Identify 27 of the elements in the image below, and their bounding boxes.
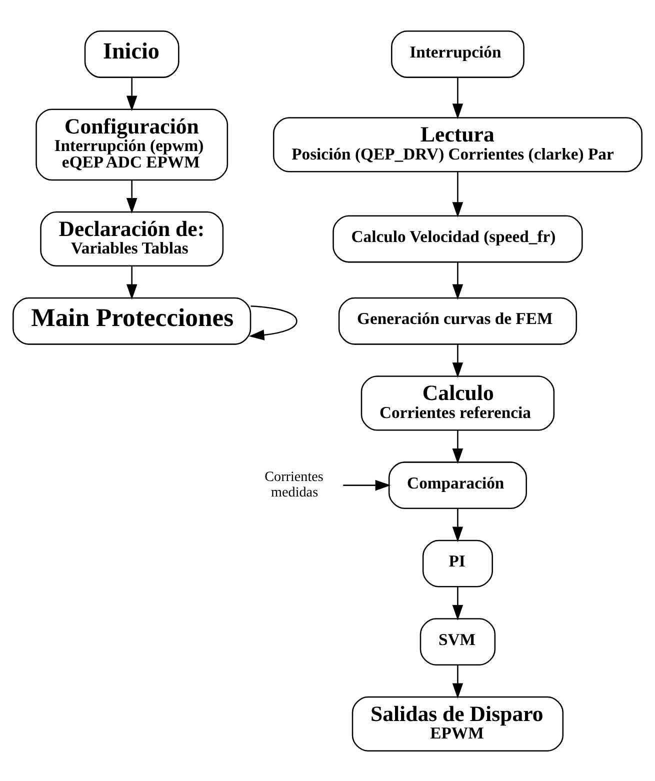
arrow (452, 664, 464, 698)
node-box: Calculo Velocidad (speed_fr) (332, 214, 583, 262)
arrow (452, 77, 464, 119)
node-box: PI (422, 539, 493, 587)
node-box: Lectura Posición (QEP_DRV) Corrientes (clarke) Par (272, 116, 642, 172)
node-box: Generación curvas de FEM (338, 296, 578, 344)
arrow (452, 262, 464, 300)
node-box: Inicio (84, 30, 180, 78)
arrow (248, 304, 298, 340)
arrow (452, 344, 464, 378)
arrow (343, 479, 391, 490)
node-box: Calculo Corrientes referencia (360, 375, 555, 430)
node-box: Declaración de: Variables Tablas (40, 210, 224, 266)
node-box: Salidas de Disparo EPWM (352, 696, 564, 752)
arrow (126, 266, 138, 300)
arrow (126, 77, 138, 111)
arrow (452, 172, 464, 218)
arrow (452, 508, 464, 542)
node-box: Main Protecciones (12, 296, 252, 344)
arrow (452, 430, 464, 464)
arrow (452, 586, 464, 620)
arrow (126, 180, 138, 213)
node-text: Corrientes medidas (264, 468, 324, 500)
node-box: SVM (420, 618, 496, 666)
node-box: Comparación (388, 461, 527, 509)
node-box: Configuración Interrupción (epwm) eQEP ADC EPWM (36, 108, 228, 180)
node-box: Interrupción (391, 30, 524, 78)
